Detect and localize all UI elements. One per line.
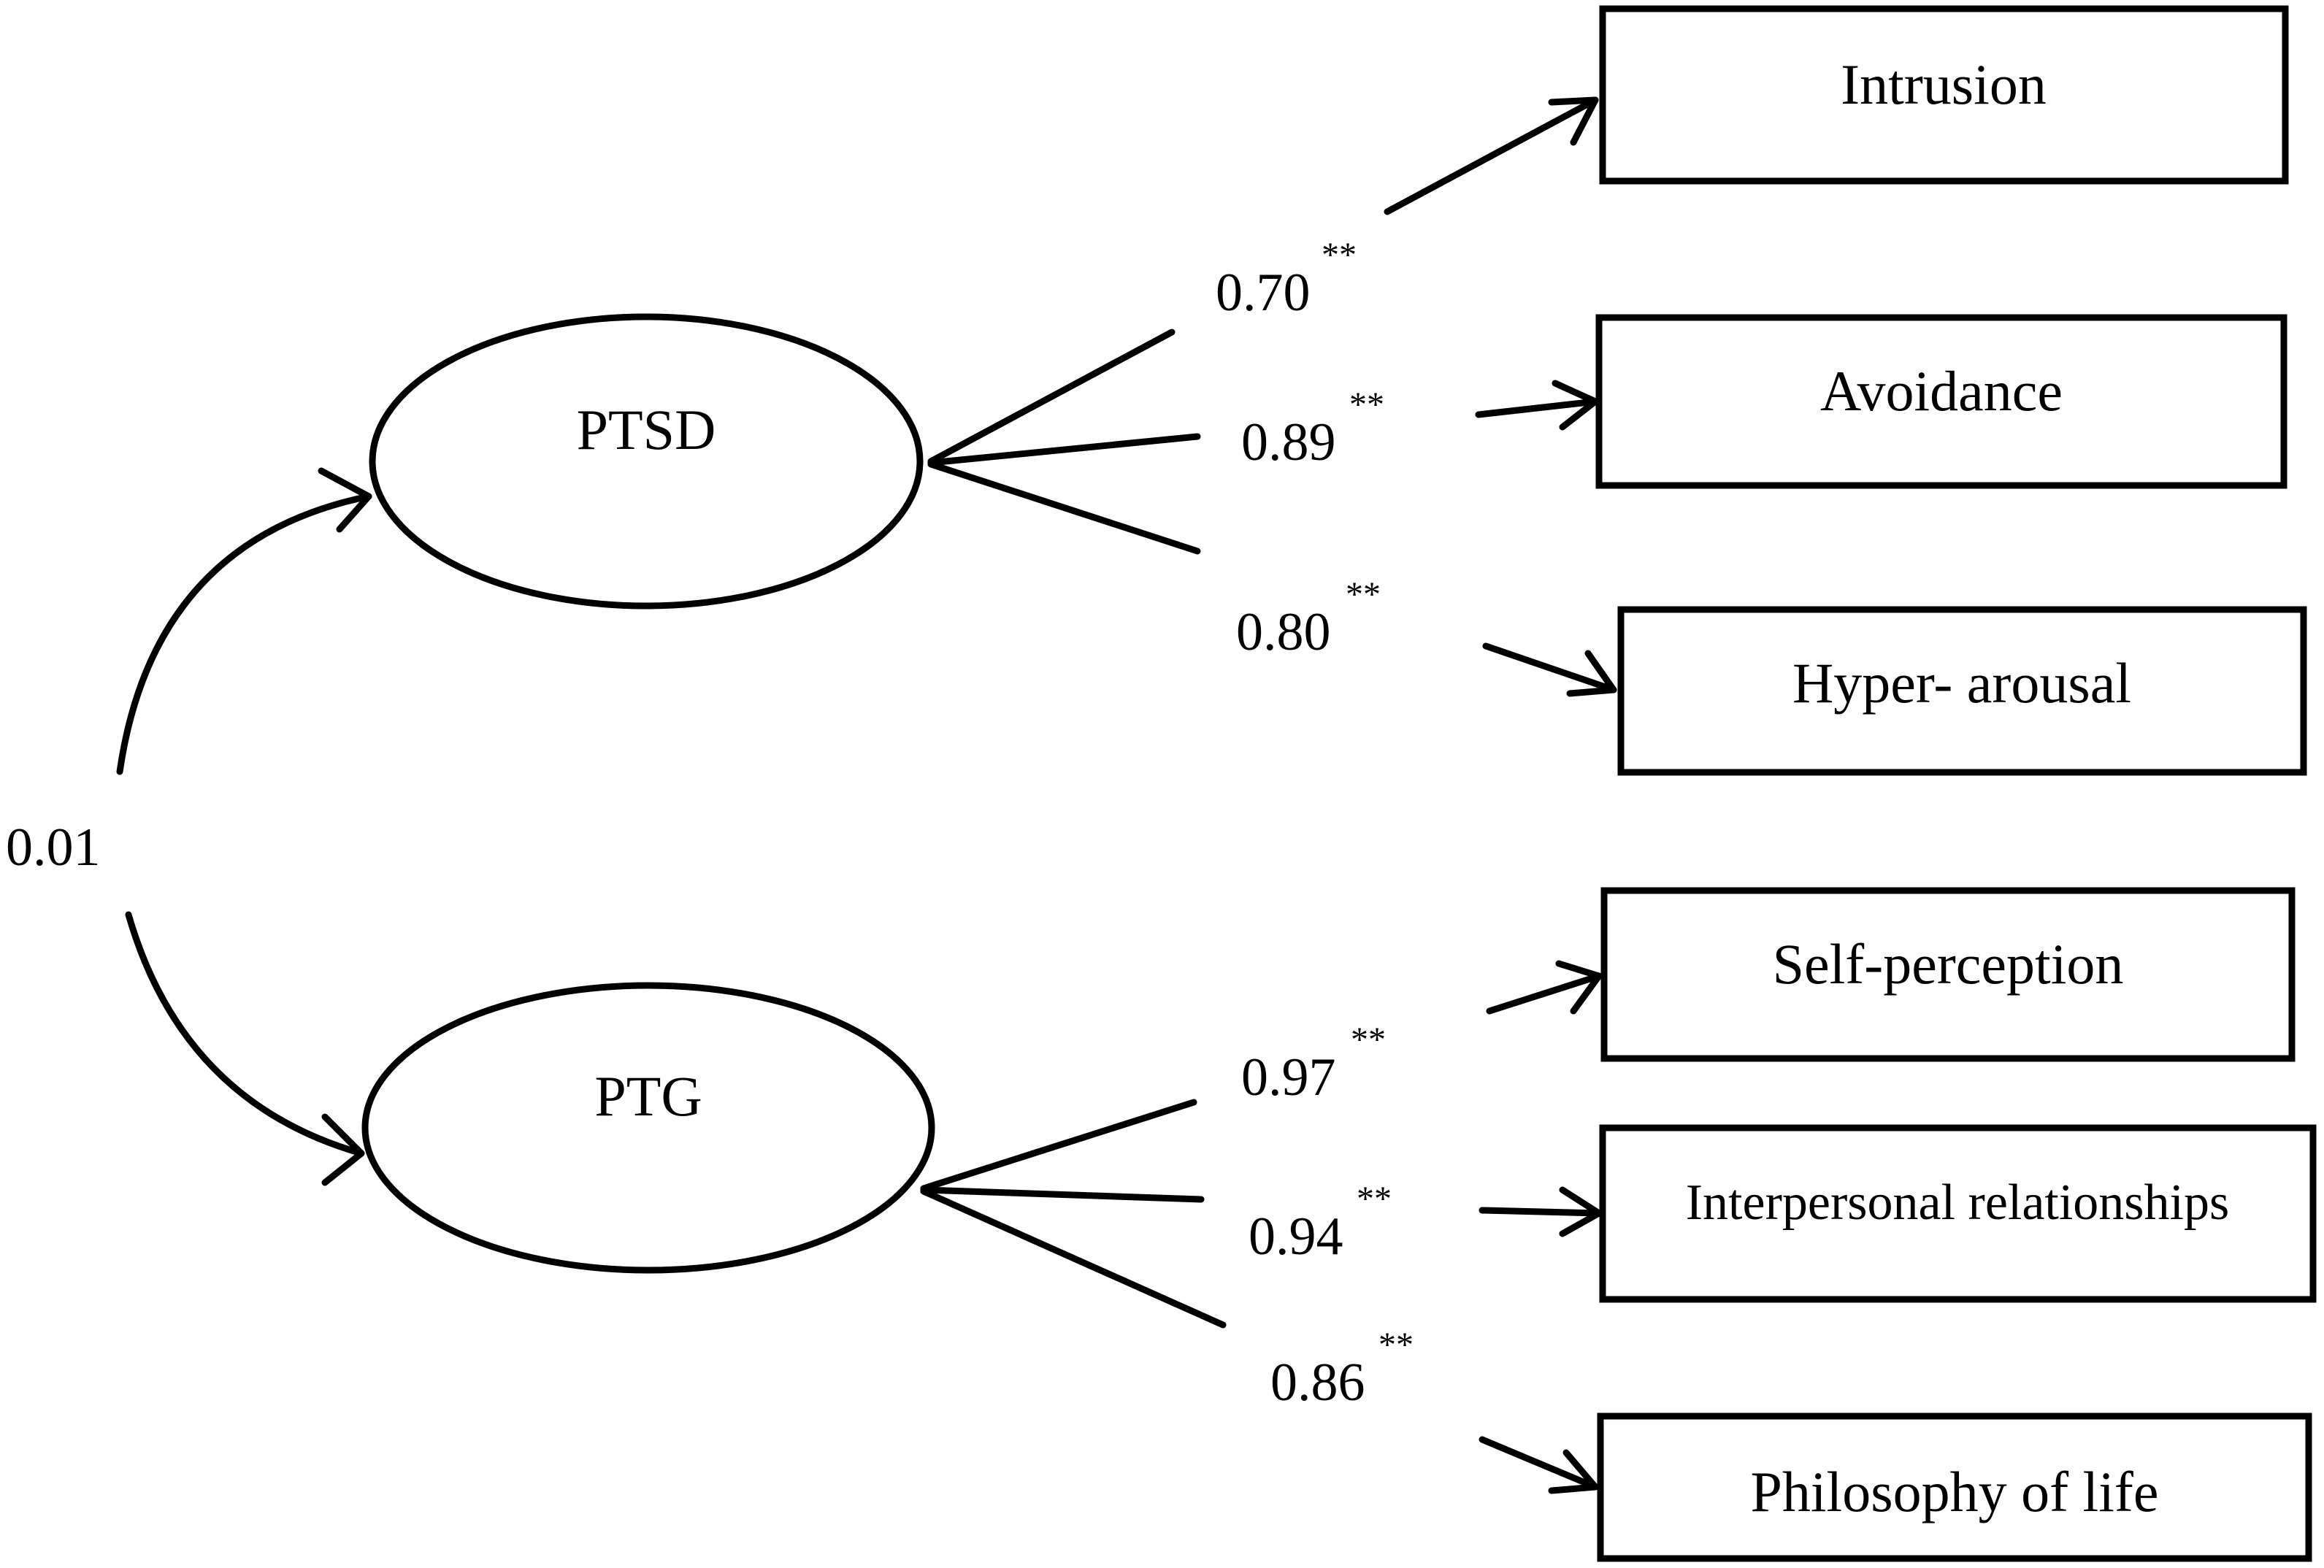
box-hyperarousal bbox=[1617, 606, 2307, 776]
label-selfperception: Self-perception bbox=[1773, 932, 2124, 996]
loading-intrusion: 0.70 bbox=[1216, 263, 1311, 323]
box-avoidance bbox=[1595, 314, 2287, 489]
loading-selfperception: 0.97 bbox=[1241, 1048, 1336, 1107]
arrowhead-avoidance bbox=[1552, 380, 1599, 431]
label-hyperarousal: Hyper- arousal bbox=[1792, 651, 2131, 715]
arrowhead-philosophy bbox=[1548, 1449, 1599, 1494]
path-ptsd-hyperarousal-b bbox=[1482, 642, 1617, 693]
path-ptg-interpersonal-a bbox=[920, 1186, 1205, 1203]
box-selfperception bbox=[1600, 887, 2296, 1062]
arrowhead-selfperception bbox=[1555, 960, 1603, 1015]
path-ptg-selfperception-b bbox=[1486, 972, 1603, 1015]
correlation-value: 0.01 bbox=[6, 818, 101, 877]
sig-philosophy: ** bbox=[1378, 1326, 1414, 1364]
path-ptsd-intrusion-a bbox=[927, 328, 1176, 465]
sig-selfperception: ** bbox=[1351, 1021, 1386, 1059]
correlation-arc-upper bbox=[116, 493, 372, 775]
ptsd-label: PTSD bbox=[577, 398, 716, 461]
arrowhead-interpersonal bbox=[1559, 1186, 1603, 1237]
loading-avoidance: 0.89 bbox=[1241, 412, 1336, 472]
arrowhead-hyperarousal bbox=[1566, 650, 1617, 697]
sig-avoidance: ** bbox=[1349, 385, 1384, 424]
label-philosophy: Philosophy of life bbox=[1751, 1460, 2159, 1523]
path-ptsd-avoidance-a bbox=[927, 433, 1201, 466]
loading-philosophy: 0.86 bbox=[1270, 1353, 1365, 1413]
path-ptg-interpersonal-b bbox=[1479, 1207, 1603, 1217]
correlation-arrowhead-lower bbox=[321, 1113, 365, 1186]
path-ptsd-hyperarousal-a bbox=[927, 461, 1201, 555]
ptg-label: PTG bbox=[594, 1064, 702, 1128]
label-interpersonal: Interpersonal relationships bbox=[1686, 1175, 2230, 1231]
path-ptg-philosophy-a bbox=[920, 1188, 1227, 1329]
correlation-arrowhead-upper bbox=[318, 467, 372, 533]
path-ptg-philosophy-b bbox=[1479, 1436, 1599, 1491]
box-interpersonal bbox=[1599, 1124, 2317, 1303]
sig-interpersonal: ** bbox=[1357, 1180, 1392, 1218]
label-intrusion: Intrusion bbox=[1841, 53, 2047, 116]
path-ptg-selfperception-a bbox=[920, 1099, 1197, 1192]
sig-hyperarousal: ** bbox=[1346, 575, 1381, 614]
box-intrusion bbox=[1599, 5, 2289, 185]
ptsd-ellipse bbox=[369, 313, 924, 610]
ptg-ellipse bbox=[361, 982, 935, 1274]
correlation-arc-lower bbox=[125, 911, 365, 1157]
box-philosophy bbox=[1597, 1413, 2312, 1562]
loading-hyperarousal: 0.80 bbox=[1236, 602, 1331, 662]
loading-interpersonal: 0.94 bbox=[1249, 1207, 1343, 1267]
sig-intrusion: ** bbox=[1322, 236, 1357, 274]
path-ptsd-intrusion-b bbox=[1384, 96, 1599, 215]
label-avoidance: Avoidance bbox=[1820, 359, 2063, 423]
arrowhead-intrusion bbox=[1548, 96, 1599, 146]
path-ptsd-avoidance-b bbox=[1475, 398, 1599, 418]
